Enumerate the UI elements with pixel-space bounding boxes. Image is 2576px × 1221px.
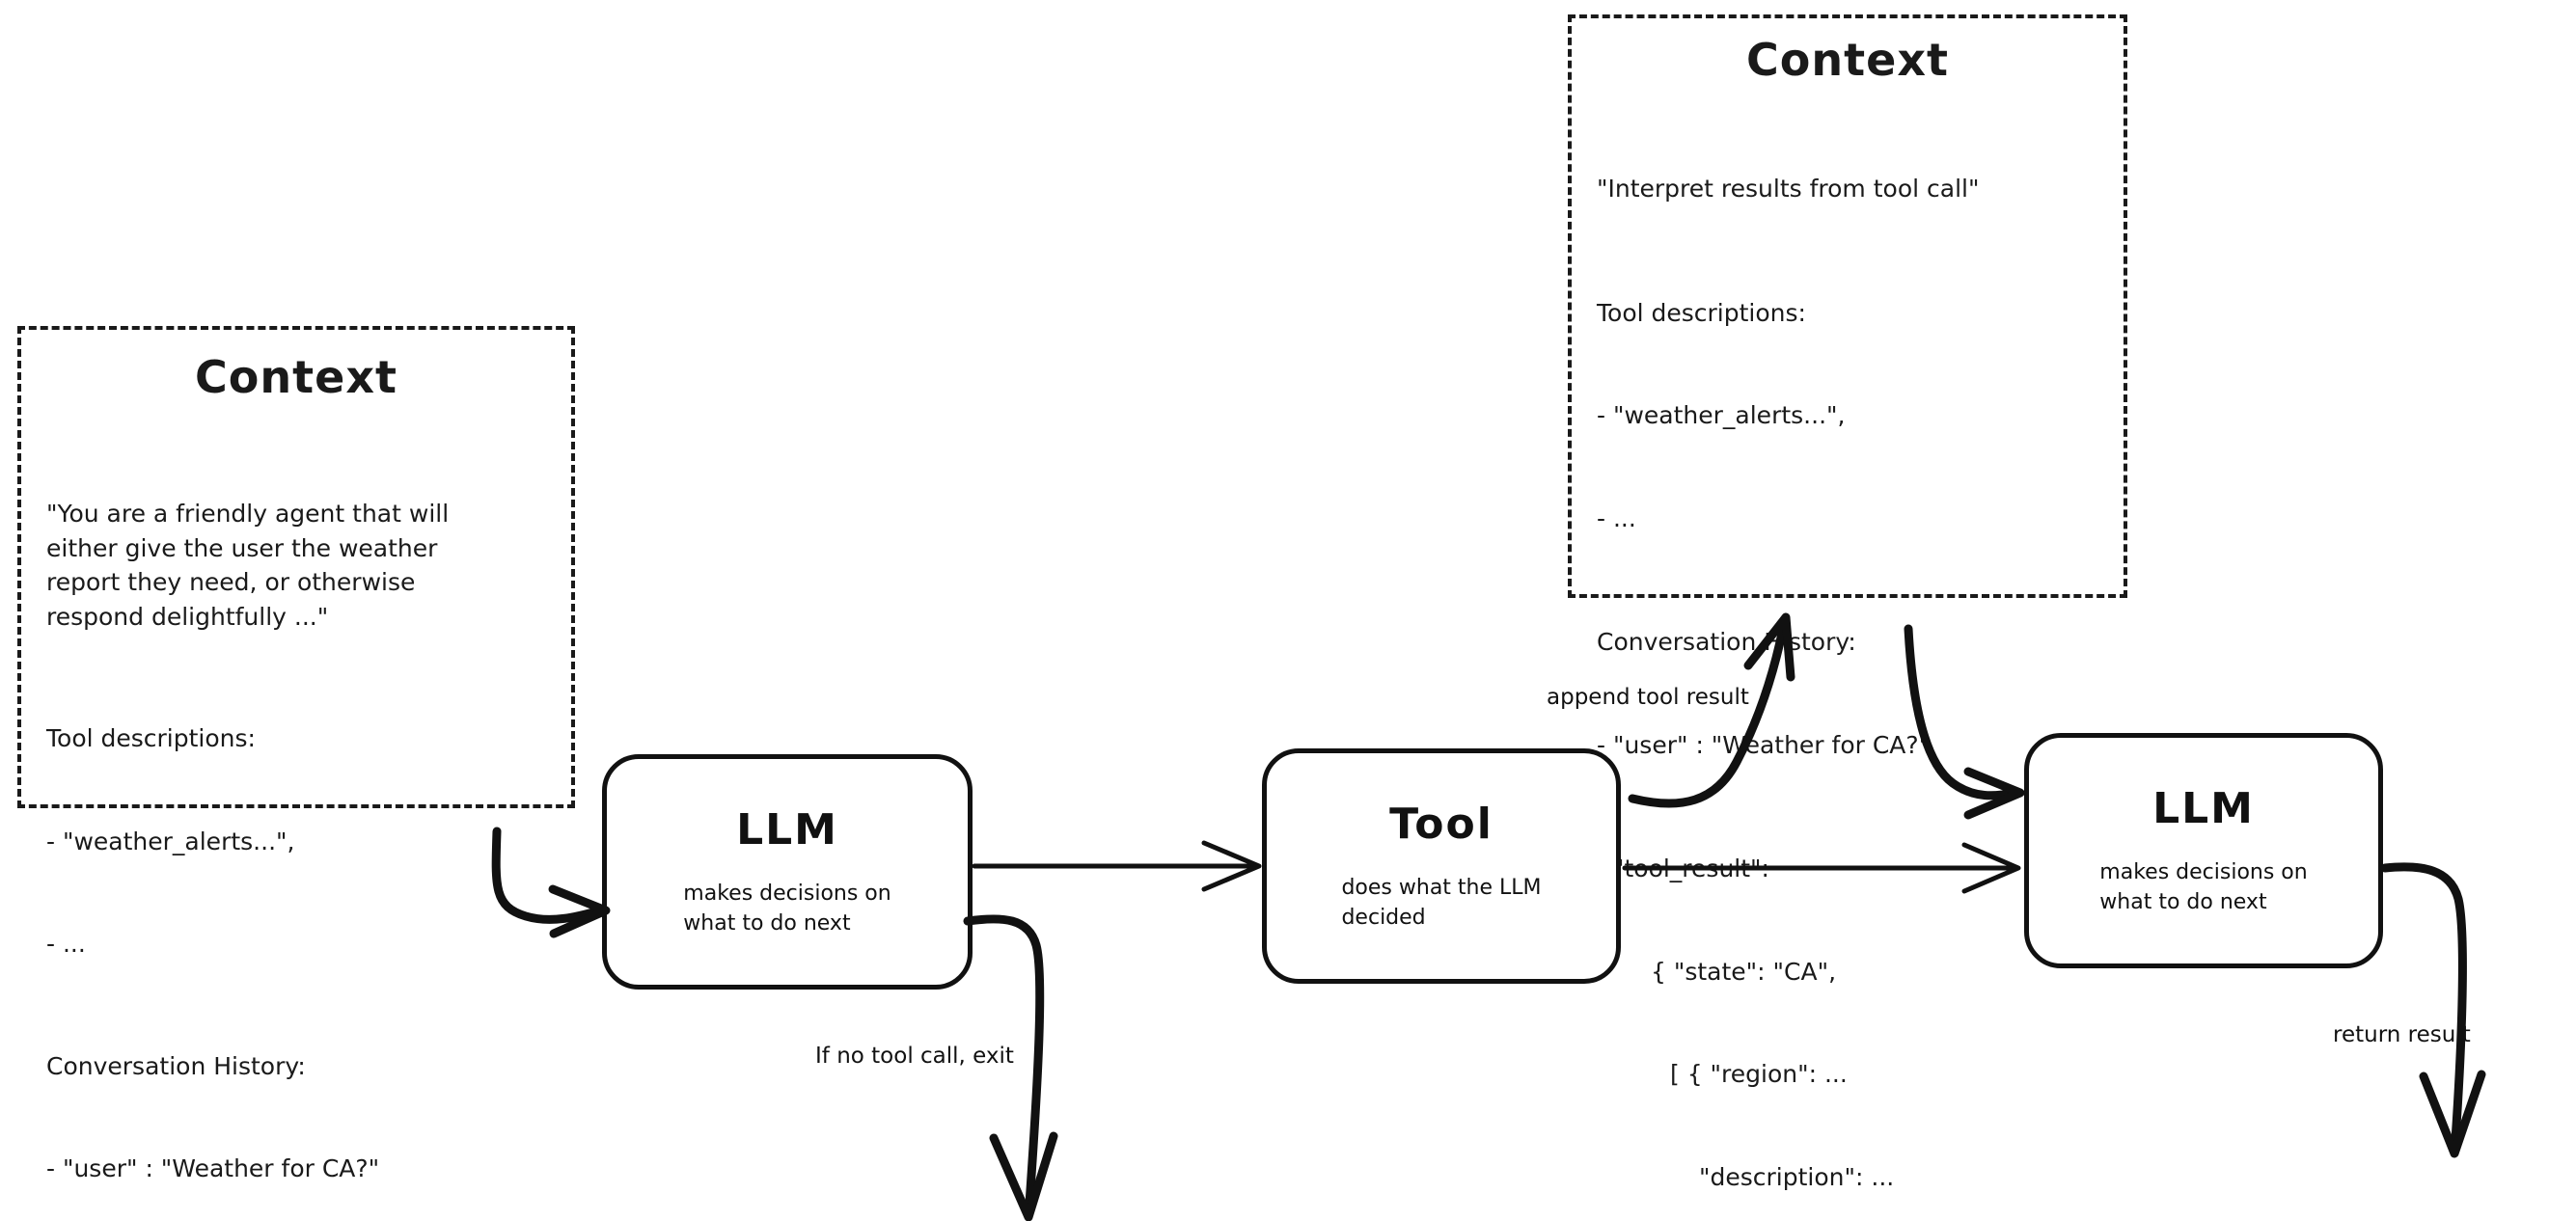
context-left-tools-item-1: - "weather_alerts...",	[46, 827, 295, 855]
context-right-conversation-header: Conversation History:	[1597, 628, 1856, 656]
context-left-conversation-header: Conversation History:	[46, 1051, 306, 1080]
context-box-left: Context "You are a friendly agent that w…	[17, 326, 575, 1182]
node-llm-second-subtitle: makes decisions on what to do next	[2099, 860, 2308, 914]
context-right-system-prompt: "Interpret results from tool call"	[1597, 175, 1980, 203]
arrow-llm-second-return	[2380, 862, 2486, 1158]
context-right-tool-result-header: - "tool_result":	[1597, 855, 1769, 882]
context-left-conversation-item-1: - "user" : "Weather for CA?"	[46, 1154, 380, 1182]
context-right-tool-result-line-2: [ { "region": ...	[1670, 1060, 1848, 1088]
context-right-tool-result-line-3: "description": ...	[1699, 1162, 1895, 1191]
node-tool[interactable]: Tool does what the LLM decided	[1262, 748, 1621, 984]
context-box-right: Context "Interpret results from tool cal…	[1568, 14, 2127, 1191]
context-right-conversation-item-1: - "user" : "Weather for CA?"	[1597, 730, 1931, 759]
context-right-tools-item-1: - "weather_alerts...",	[1597, 401, 1846, 429]
node-llm-first-subtitle: makes decisions on what to do next	[683, 882, 891, 936]
node-llm-first-title: LLM	[736, 805, 838, 855]
edge-label-return-result: return result	[2333, 1022, 2471, 1047]
context-left-body: "You are a friendly agent that will eith…	[21, 428, 571, 1221]
context-left-tools-item-2: - ...	[46, 930, 86, 958]
context-right-tool-result-line-1: { "state": "CA",	[1651, 957, 1837, 986]
edge-label-if-no-tool-call-exit: If no tool call, exit	[815, 1044, 1014, 1069]
node-llm-second-title: LLM	[2152, 784, 2255, 834]
context-left-title: Context	[195, 351, 397, 403]
node-tool-subtitle: does what the LLM decided	[1341, 876, 1542, 930]
context-right-tools-item-2: - ...	[1597, 503, 1636, 532]
context-right-title: Context	[1746, 34, 1949, 86]
edge-label-append-tool-result: append tool result	[1547, 685, 1749, 710]
context-right-tools-header: Tool descriptions:	[1597, 298, 1806, 327]
arrow-llm-first-to-tool	[972, 840, 1262, 892]
context-left-system-prompt: "You are a friendly agent that will eith…	[46, 500, 450, 631]
node-llm-first[interactable]: LLM makes decisions on what to do next	[602, 754, 973, 990]
node-llm-second[interactable]: LLM makes decisions on what to do next	[2024, 733, 2383, 968]
context-right-body: "Interpret results from tool call" Tool …	[1572, 103, 2124, 1221]
context-left-tools-header: Tool descriptions:	[46, 724, 256, 752]
node-tool-title: Tool	[1389, 800, 1494, 850]
